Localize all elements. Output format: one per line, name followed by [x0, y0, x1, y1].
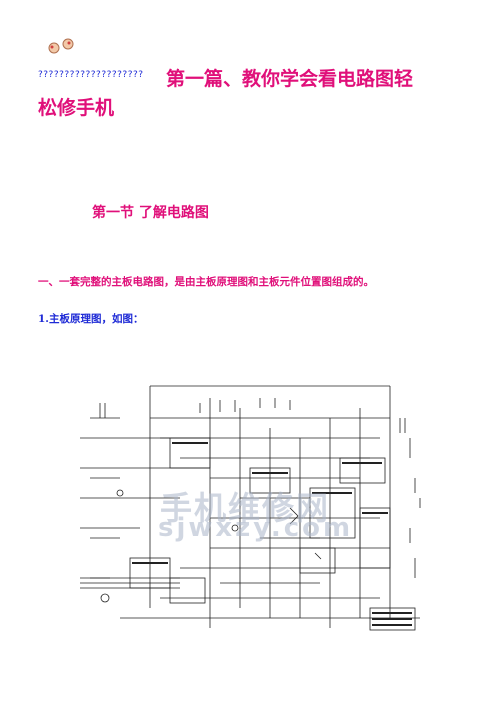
- circuit-schematic-image: [80, 385, 421, 631]
- chapter-title-line1: 第一篇、教你学会看电路图轻: [166, 68, 414, 90]
- watermark-text: 手机维修网: [160, 489, 331, 527]
- chapter-title-line2: 松修手机: [38, 97, 115, 119]
- paragraph-intro: 一、一套完整的主板电路图，是由主板原理图和主板元件位置图组成的。: [38, 276, 374, 288]
- paragraph-schematic-caption: 1.主板原理图，如图：: [38, 313, 144, 325]
- watermark-url: sjwxzy.com: [158, 513, 354, 543]
- section-title: 第一节 了解电路图: [92, 205, 209, 221]
- decorative-icon: [48, 42, 60, 54]
- decorative-icon: [62, 38, 74, 50]
- placeholder-glyphs: ????????????????????: [38, 70, 144, 80]
